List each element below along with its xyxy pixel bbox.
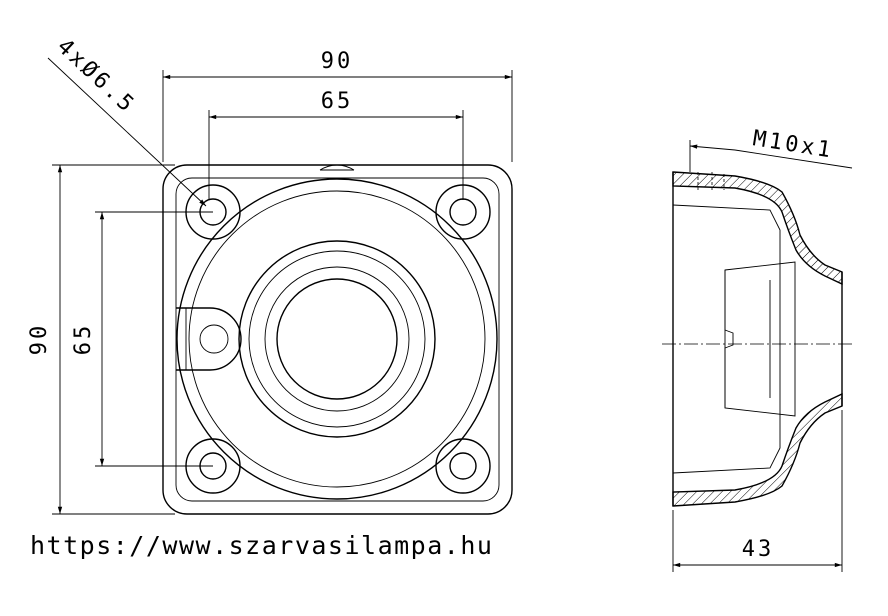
hole-bottom-right — [449, 452, 477, 480]
dim-side-depth: 43 — [742, 537, 775, 562]
boss-outer-circle — [238, 240, 436, 438]
bore-ring-circle — [264, 266, 410, 412]
front-view: 90 65 90 65 4xØ6.5 — [27, 34, 513, 515]
dim-hole-spacing-v: 65 — [71, 323, 96, 356]
side-view: M10x1 43 — [662, 126, 853, 572]
website-url: https://www.szarvasilampa.hu — [30, 531, 493, 560]
dim-thread: M10x1 — [751, 126, 835, 163]
bore-circle — [276, 278, 398, 400]
dim-left-height: 90 — [27, 323, 52, 356]
flange-outer-circle — [176, 178, 498, 500]
top-notch — [319, 164, 355, 171]
section-bottom — [672, 392, 843, 507]
side-slot — [176, 307, 242, 371]
dim-top-width: 90 — [321, 49, 354, 74]
hole-top-right — [449, 198, 477, 226]
flange-inner-circle — [188, 190, 486, 488]
boss-ring-circle — [248, 250, 426, 428]
outer-square — [162, 164, 513, 515]
dim-holes-callout: 4xØ6.5 — [52, 34, 140, 119]
dim-hole-spacing-h: 65 — [321, 89, 354, 114]
corner-holes — [185, 184, 491, 494]
inner-square — [175, 177, 500, 502]
